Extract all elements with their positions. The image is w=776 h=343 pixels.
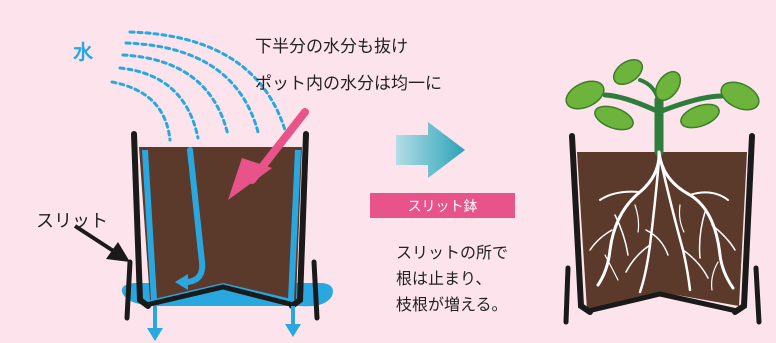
result-line-1: スリットの所で bbox=[396, 243, 509, 262]
result-line-2: 根は止まり、 bbox=[396, 269, 492, 288]
slit-flap-left-right-pot bbox=[563, 265, 571, 325]
caption-line-2: ポット内の水分は均一に bbox=[255, 74, 442, 94]
plant-roots bbox=[589, 150, 736, 294]
pot-bottom-right-pot bbox=[587, 291, 738, 314]
soil-left bbox=[139, 147, 302, 300]
transition-arrow bbox=[396, 122, 465, 178]
left-pot bbox=[121, 131, 333, 341]
slit-flap-left bbox=[124, 259, 133, 321]
result-description: スリットの所で 根は止まり、 枝根が増える。 bbox=[396, 240, 556, 318]
right-pot bbox=[563, 58, 762, 325]
plant-leaves bbox=[565, 58, 760, 131]
pot-wall-left bbox=[131, 131, 151, 309]
pot-wall-left-right-pot bbox=[569, 133, 593, 315]
plant-branch-left bbox=[602, 92, 662, 115]
slit-flap-right-right-pot bbox=[753, 265, 762, 325]
slit-label: スリット bbox=[36, 211, 108, 232]
drain-arrowhead-left bbox=[147, 328, 163, 341]
pot-wall-right-right-pot bbox=[732, 133, 755, 315]
water-channel-right bbox=[288, 149, 301, 301]
water-label: 水 bbox=[73, 40, 93, 64]
water-flow-arrowhead bbox=[175, 274, 188, 290]
slit-pointer-arrow bbox=[73, 224, 130, 262]
plant-branch-right bbox=[656, 93, 725, 115]
result-line-3: 枝根が増える。 bbox=[396, 295, 508, 314]
caption-line-1: 下半分の水分も抜け bbox=[255, 37, 408, 57]
pot-wall-right bbox=[289, 131, 309, 309]
water-flow-inner bbox=[185, 147, 206, 285]
water-spray-lines bbox=[110, 30, 287, 142]
soil-right bbox=[577, 152, 747, 310]
slit-flap-right bbox=[311, 259, 320, 321]
water-channel-left bbox=[142, 149, 157, 301]
pot-bottom bbox=[145, 284, 295, 308]
slit-pot-badge: スリット鉢 bbox=[370, 193, 515, 218]
drain-arrowhead-right bbox=[285, 324, 301, 337]
pink-arrow bbox=[228, 108, 309, 200]
